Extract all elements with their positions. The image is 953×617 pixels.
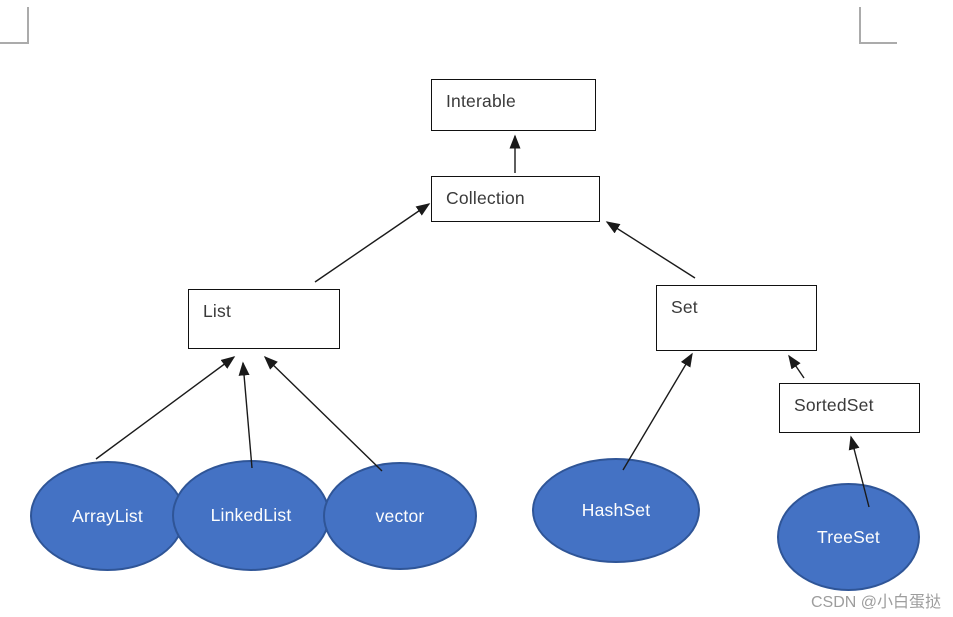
node-list: List xyxy=(188,289,340,349)
node-set: Set xyxy=(656,285,817,351)
node-arraylist: ArrayList xyxy=(30,461,185,571)
page-corner-mark-right-vertical xyxy=(859,7,861,43)
node-hashset-label: HashSet xyxy=(581,500,651,520)
page-corner-mark-left-horizontal xyxy=(0,42,29,44)
page-corner-mark-left-vertical xyxy=(27,7,29,43)
node-set-label: Set xyxy=(671,297,698,317)
csdn-watermark: CSDN @小白蛋挞 xyxy=(810,594,941,611)
node-treeset-label: TreeSet xyxy=(816,526,880,547)
node-arraylist-label: ArrayList xyxy=(72,505,143,526)
node-collection: Collection xyxy=(431,176,600,222)
node-interable-label: Interable xyxy=(446,91,516,111)
connector-list-to-collection xyxy=(314,203,431,283)
connector-arraylist-to-list xyxy=(95,356,236,460)
connector-vector-to-list xyxy=(263,355,383,472)
page-corner-mark-right-horizontal xyxy=(859,42,897,44)
connector-hashset-to-set xyxy=(622,352,693,471)
connector-linkedlist-to-list xyxy=(238,361,253,469)
node-linkedlist: LinkedList xyxy=(172,460,330,571)
node-hashset: HashSet xyxy=(532,458,700,563)
node-sortedset: SortedSet xyxy=(779,383,920,433)
node-list-label: List xyxy=(203,301,232,321)
node-vector: vector xyxy=(323,462,477,570)
connector-set-to-collection xyxy=(605,221,696,279)
node-linkedlist-label: LinkedList xyxy=(210,505,292,525)
node-interable: Interable xyxy=(431,79,596,131)
node-collection-label: Collection xyxy=(446,188,525,208)
node-sortedset-label: SortedSet xyxy=(794,395,874,415)
connector-sortedset-to-set xyxy=(788,354,805,379)
node-vector-label: vector xyxy=(375,505,425,526)
node-treeset: TreeSet xyxy=(777,483,920,591)
